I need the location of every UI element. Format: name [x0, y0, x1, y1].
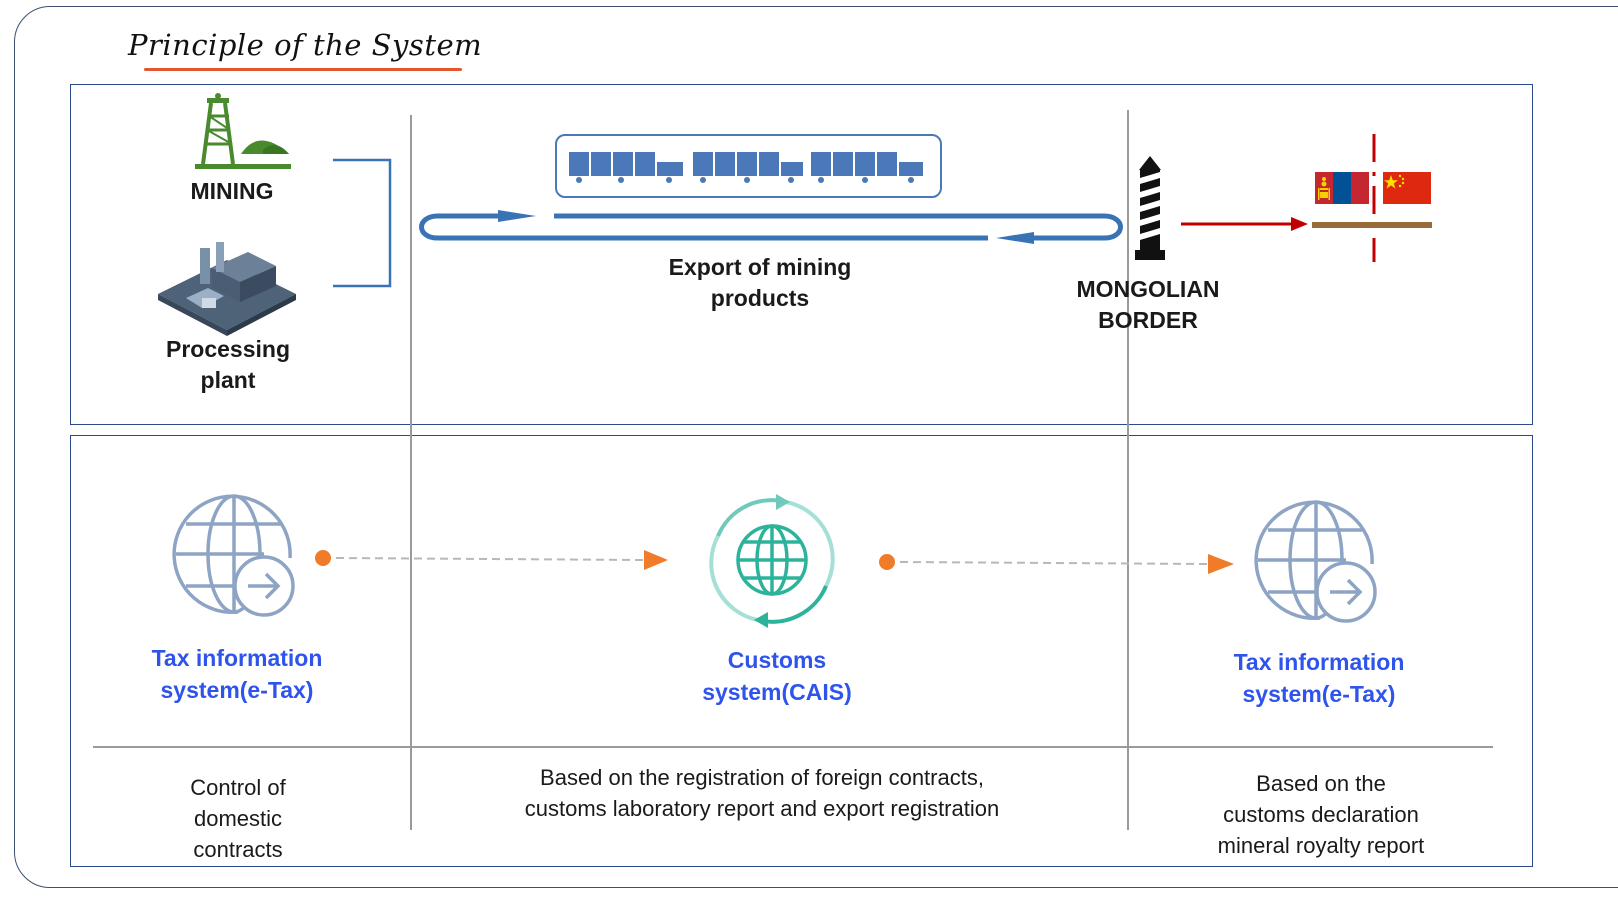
bottom-panel	[70, 435, 1533, 867]
border-post-icon	[1135, 156, 1165, 262]
flow-arrow-right	[878, 552, 1238, 576]
column-divider-right	[1127, 110, 1129, 830]
page-title: Principle of the System	[128, 28, 483, 62]
right-note: Based on the customs declaration mineral…	[1217, 771, 1425, 858]
mongolia-flag-icon	[1315, 172, 1369, 204]
export-direction-arrow	[1181, 215, 1309, 233]
top-panel	[70, 84, 1533, 425]
export-loop-arrow	[414, 210, 1126, 244]
bottom-divider	[93, 746, 1493, 748]
export-label: Export of mining products	[668, 254, 852, 311]
title-underline	[144, 68, 462, 71]
mining-label: MINING	[190, 178, 274, 204]
column-divider-left	[410, 115, 412, 830]
center-system-label: Customs system(CAIS)	[702, 647, 852, 705]
left-system-label: Tax information system(e-Tax)	[151, 645, 323, 703]
border-crossing	[1312, 134, 1434, 262]
customs-globe-icon	[706, 492, 838, 630]
globe-icon	[172, 494, 300, 620]
processing-plant-label: Processing plant	[166, 336, 290, 393]
bracket-connector	[333, 158, 393, 290]
china-flag-icon	[1383, 172, 1431, 204]
center-note: Based on the registration of foreign con…	[524, 765, 1000, 821]
outer-frame	[14, 6, 1618, 888]
flow-arrow-left	[314, 548, 672, 572]
left-note: Control of domestic contracts	[190, 775, 286, 862]
right-system-label: Tax information system(e-Tax)	[1233, 649, 1405, 707]
train-icon	[555, 134, 943, 200]
mining-icon	[193, 92, 293, 172]
processing-plant-icon	[156, 238, 298, 338]
border-label: MONGOLIAN BORDER	[1076, 276, 1220, 333]
globe-icon-right	[1254, 500, 1382, 626]
